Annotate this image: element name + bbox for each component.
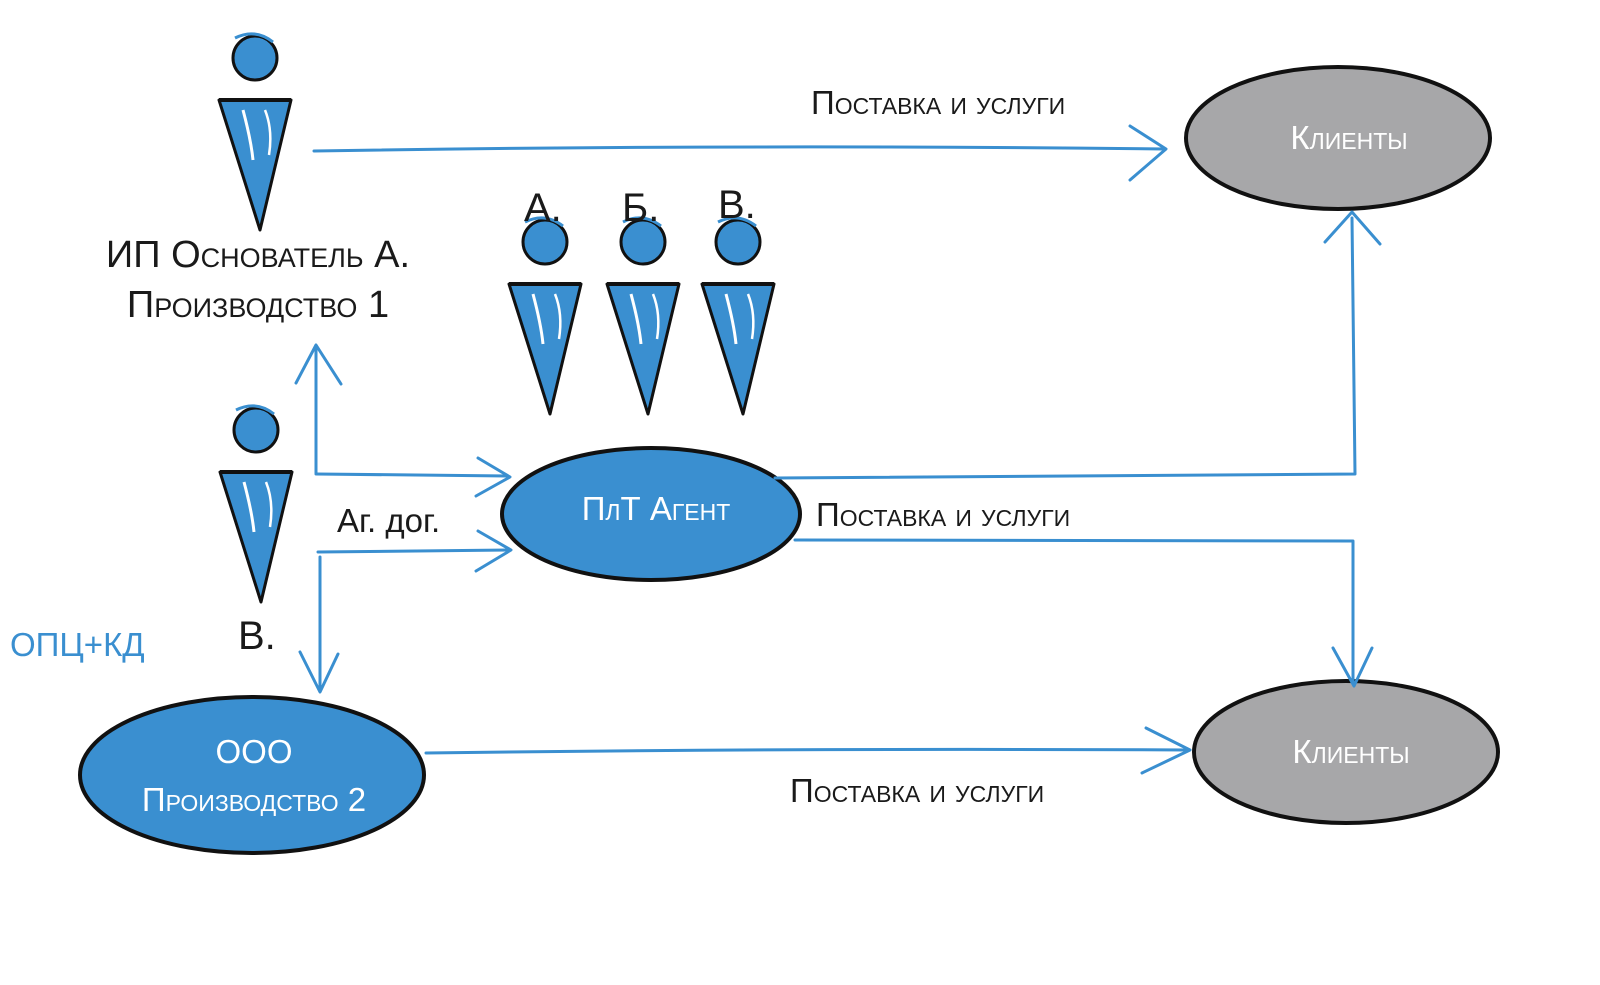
person-a-icon bbox=[507, 215, 583, 416]
person-a-label: А. bbox=[524, 186, 562, 230]
founder-label-line2: Производство 1 bbox=[126, 284, 390, 326]
arrow-v-to-founder bbox=[294, 343, 343, 475]
ooo-label: ООО Производство 2 bbox=[142, 728, 366, 824]
person-v-left-label: В. bbox=[238, 614, 276, 658]
arrow-founder-to-clients-top bbox=[312, 124, 1168, 182]
ooo-label-line2: Производство 2 bbox=[141, 781, 367, 818]
founder-person-icon bbox=[217, 31, 293, 232]
agent-label: ПлТ Агент bbox=[581, 490, 731, 527]
person-b-icon bbox=[605, 215, 681, 416]
arrow-v-to-ooo bbox=[298, 555, 340, 694]
person-v-left-icon bbox=[218, 403, 294, 604]
arrow-agent-to-clients-top bbox=[773, 210, 1382, 480]
middle-supply-label: Поставка и услуги bbox=[816, 496, 1071, 533]
ooo-label-line1: ООО bbox=[215, 733, 293, 770]
agent-node bbox=[500, 446, 802, 582]
clients-top-node bbox=[1184, 65, 1492, 211]
person-b-label: Б. bbox=[622, 186, 660, 230]
clients-bottom-node bbox=[1192, 679, 1500, 825]
arrow-v-to-agent-lower bbox=[316, 529, 513, 573]
arrow-v-to-agent-upper bbox=[314, 456, 512, 498]
clients-bottom-label: Клиенты bbox=[1292, 733, 1410, 770]
option-label: ОПЦ+КД bbox=[10, 626, 145, 663]
arrow-agent-to-clients-bottom bbox=[793, 538, 1374, 688]
founder-label: ИП Основатель А. Производство 1 bbox=[106, 230, 410, 330]
founder-label-line1: ИП Основатель А. bbox=[105, 234, 411, 276]
bottom-supply-label: Поставка и услуги bbox=[790, 772, 1045, 809]
top-supply-label: Поставка и услуги bbox=[811, 84, 1066, 121]
agency-contract-label: Аг. дог. bbox=[337, 502, 441, 539]
person-v-label: В. bbox=[718, 183, 756, 227]
clients-top-label: Клиенты bbox=[1290, 119, 1408, 156]
arrow-ooo-to-clients-bottom bbox=[424, 726, 1192, 775]
person-v-icon bbox=[700, 215, 776, 416]
ooo-node bbox=[78, 695, 426, 855]
